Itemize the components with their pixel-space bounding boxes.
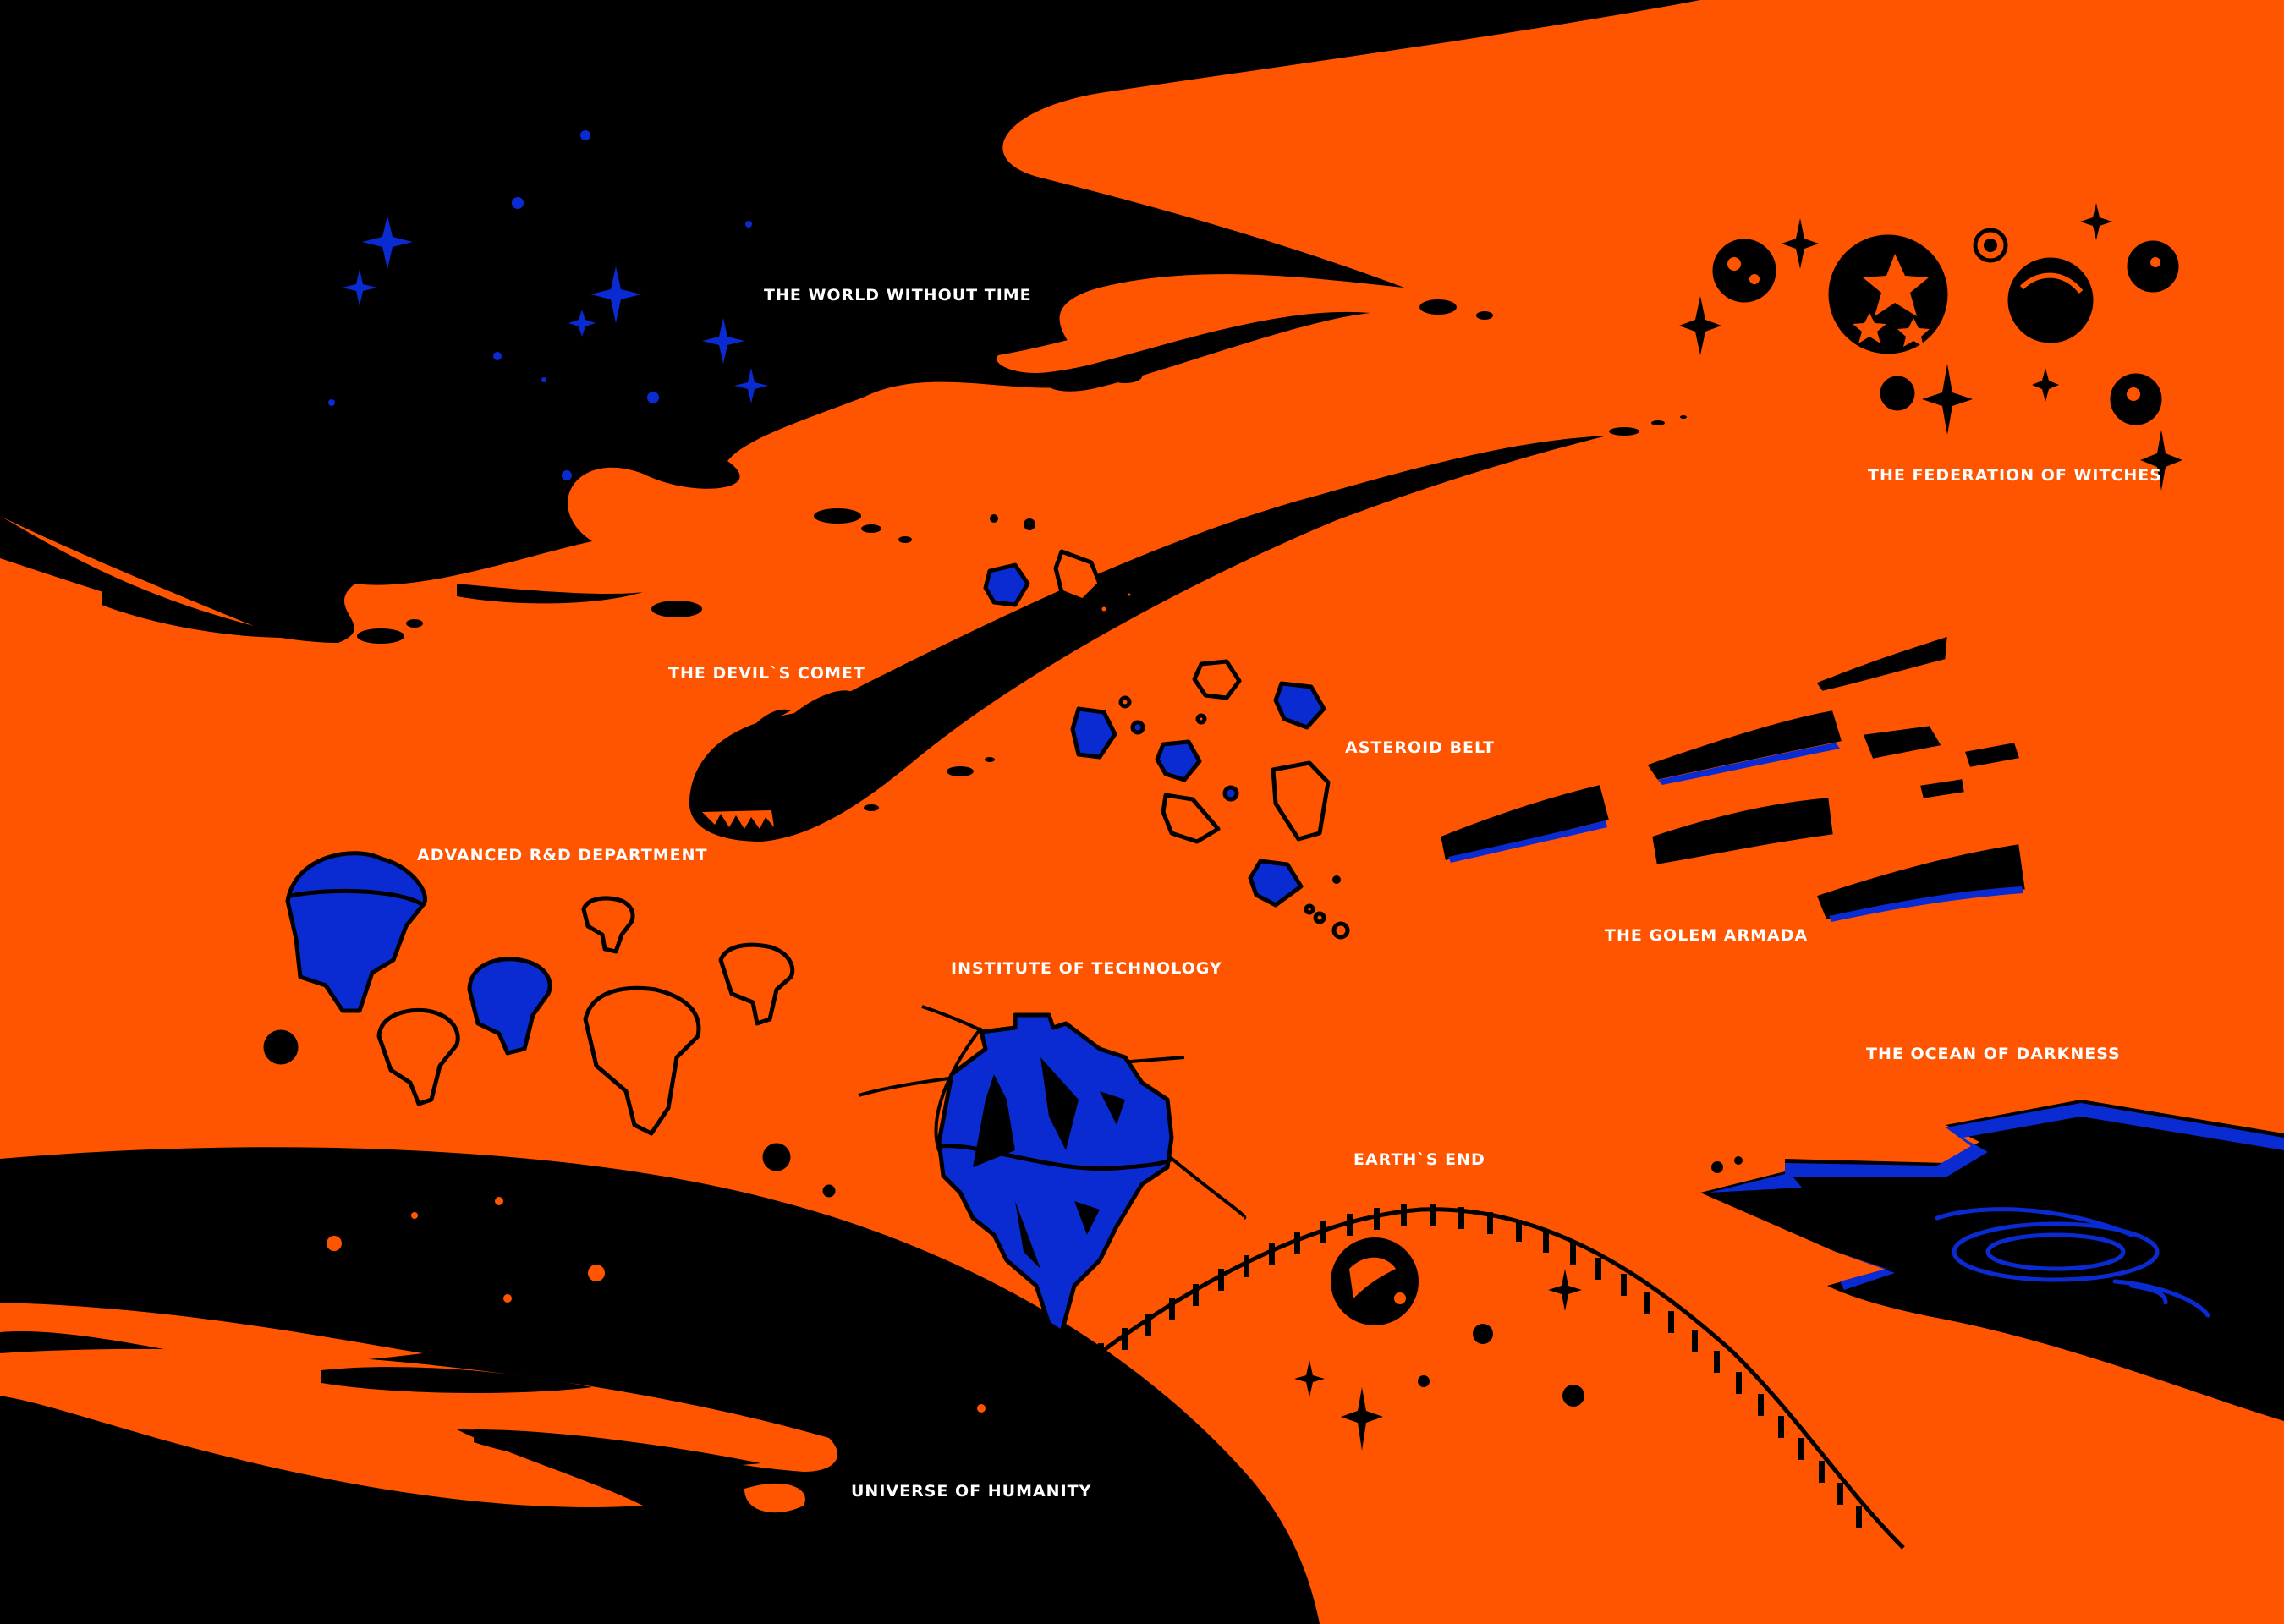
golem-armada-shading (1448, 743, 2023, 922)
label-ocean-of-darkness: THE OCEAN OF DARKNESS (1866, 1045, 2121, 1063)
label-asteroid-belt: ASTEROID BELT (1345, 738, 1495, 757)
label-federation-of-witches: THE FEDERATION OF WITCHES (1868, 466, 2162, 485)
void-blob (898, 536, 912, 543)
ocean-of-darkness-region (1700, 1100, 2284, 1421)
earths-end-planet (1331, 1237, 1419, 1325)
ocean-rim (1709, 1103, 2284, 1193)
ocean-whirlpool (1935, 1207, 2210, 1318)
asteroid-dot (1024, 518, 1035, 530)
institute-dot (765, 1145, 788, 1169)
void-blob (814, 508, 861, 524)
devils-comet (689, 415, 1687, 842)
void-blob (406, 619, 423, 628)
world-without-time-region (0, 0, 1700, 643)
asteroid-dot (990, 514, 998, 523)
void-streak (102, 588, 321, 638)
institute-of-technology (858, 1005, 1247, 1335)
label-world-without-time: THE WORLD WITHOUT TIME (764, 286, 1032, 304)
golem-armada (1441, 636, 2025, 919)
witch-stars (1679, 203, 2182, 491)
void-blob (1476, 311, 1493, 320)
universe-of-humanity-region (0, 1147, 1320, 1624)
ocean-rim (1836, 1252, 1895, 1290)
advanced-rd-department (263, 851, 836, 1198)
ocean-dot (1711, 1161, 1723, 1173)
label-earths-end: EARTH`S END (1353, 1150, 1485, 1169)
void-blob (1419, 299, 1457, 315)
void-blob (651, 601, 702, 617)
world-without-time-wave (997, 293, 1379, 373)
humanity-inner-band (0, 1348, 837, 1507)
void-streak (457, 584, 643, 604)
label-universe-of-humanity: UNIVERSE OF HUMANITY (851, 1482, 1092, 1501)
asteroid-belt (983, 549, 1350, 940)
label-golem-armada: THE GOLEM ARMADA (1605, 926, 1809, 945)
void-blob (861, 524, 881, 533)
earths-end-stars (1294, 1269, 1584, 1451)
humanity-inner-band (0, 1303, 423, 1363)
label-devils-comet: THE DEVIL`S COMET (668, 664, 865, 683)
label-institute-of-technology: INSTITUTE OF TECHNOLOGY (951, 959, 1222, 978)
blue-stars (328, 130, 768, 480)
orange-dots (282, 1197, 986, 1469)
earths-end-arc (1064, 1207, 1905, 1550)
void-blob (357, 628, 404, 644)
label-advanced-rd-department: ADVANCED R&D DEPARTMENT (417, 846, 708, 864)
void-blob (1108, 370, 1142, 383)
humanity-inner-band (321, 1367, 592, 1393)
asteroid-dot (1332, 875, 1341, 884)
comet-teeth (702, 810, 774, 829)
humanity-inner-band (474, 1429, 761, 1468)
federation-of-witches (1712, 228, 2179, 425)
earths-end-posts (1074, 1204, 1862, 1528)
ocean-dot (1734, 1156, 1743, 1165)
humanity-inner-band (744, 1483, 805, 1513)
